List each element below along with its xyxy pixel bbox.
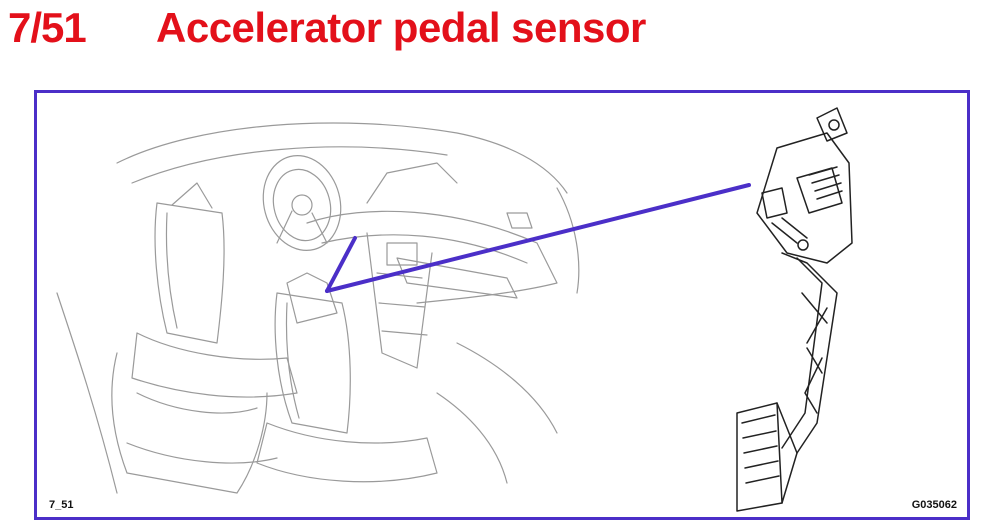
page-title: Accelerator pedal sensor xyxy=(156,4,646,51)
figure-reference-label: 7_51 xyxy=(49,499,74,511)
pedal-assembly-drawing xyxy=(736,107,853,512)
pointer-line-to-footwell xyxy=(325,236,357,293)
pointer-line-to-pedal xyxy=(325,183,751,293)
title-row: 7/51 Accelerator pedal sensor xyxy=(0,0,984,60)
accelerator-pedal-illustration xyxy=(56,107,853,512)
drawing-code-label: G035062 xyxy=(911,499,957,511)
figure-frame: 7_51 G035062 xyxy=(34,90,970,520)
location-pointer xyxy=(325,183,751,293)
page-number: 7/51 xyxy=(8,4,87,51)
car-interior-drawing xyxy=(56,122,580,494)
